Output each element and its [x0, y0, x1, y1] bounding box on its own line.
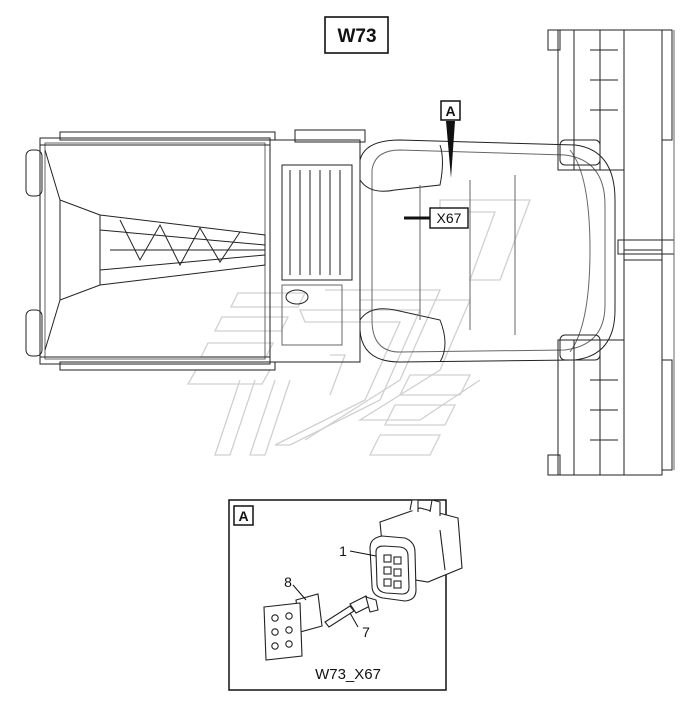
- svg-text:A: A: [445, 103, 455, 119]
- part-number-8: 8: [284, 574, 292, 590]
- svg-text:X67: X67: [437, 210, 462, 226]
- detail-ref-marker: A: [440, 100, 461, 178]
- diagram-title: W73: [324, 16, 389, 54]
- connector-callout-x67: X67: [404, 207, 469, 229]
- terminal-pin: [324, 595, 379, 628]
- machine-top-view: [25, 29, 675, 476]
- part-number-7: 7: [362, 624, 370, 640]
- watermark-logo: [186, 199, 531, 456]
- wedge-lock: [263, 593, 323, 661]
- part-number-1: 1: [339, 543, 347, 559]
- svg-text:W73: W73: [337, 26, 376, 47]
- detail-caption: W73_X67: [315, 666, 381, 683]
- leader-lines: [292, 550, 377, 628]
- connector-housing: [369, 499, 463, 602]
- svg-text:A: A: [238, 508, 248, 524]
